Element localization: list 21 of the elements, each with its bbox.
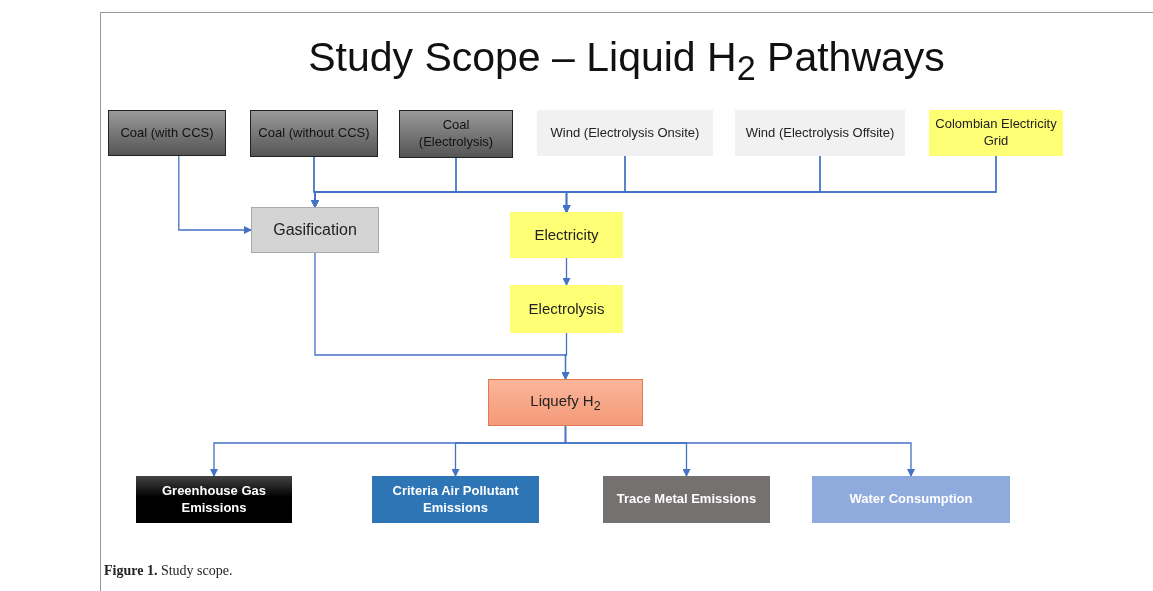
process-box: Electricity bbox=[510, 212, 623, 258]
figure-caption: Figure 1. Study scope. bbox=[104, 563, 233, 579]
source-box: Coal (without CCS) bbox=[250, 110, 378, 157]
process-box: Gasification bbox=[251, 207, 379, 253]
arrow bbox=[564, 425, 915, 477]
diagram-title: Study Scope – Liquid H$_{2}$ Pathways bbox=[307, 34, 946, 89]
arrow bbox=[178, 155, 252, 234]
output-box: Water Consumption bbox=[812, 476, 1010, 523]
process-box: Electrolysis bbox=[510, 285, 623, 333]
process-box: Colombian Electricity Grid bbox=[929, 110, 1063, 156]
arrow bbox=[561, 332, 570, 380]
arrow bbox=[562, 257, 571, 286]
output-box: Greenhouse Gas Emissions bbox=[136, 476, 292, 523]
arrow bbox=[562, 155, 997, 213]
process-box: Liquefy H$_{2}$ bbox=[488, 379, 643, 426]
source-box: Wind (Electrolysis Onsite) bbox=[537, 110, 713, 156]
source-box: Coal (Electrolysis) bbox=[399, 110, 513, 158]
output-box: Criteria Air Pollutant Emissions bbox=[372, 476, 539, 523]
source-box: Coal (with CCS) bbox=[108, 110, 226, 156]
output-box: Trace Metal Emissions bbox=[603, 476, 770, 523]
source-box: Wind (Electrolysis Offsite) bbox=[735, 110, 905, 156]
